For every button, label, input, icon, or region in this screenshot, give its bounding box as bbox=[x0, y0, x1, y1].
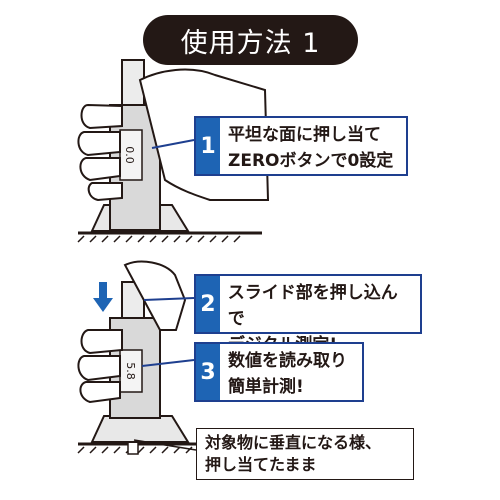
page-title: 使用方法 1 bbox=[143, 15, 358, 65]
note-line-2: 押し当てたまま bbox=[205, 455, 317, 474]
top-display-readout: 0.0 bbox=[123, 146, 136, 164]
step-2-text: スライド部を押し込んで デジタル測定! bbox=[220, 276, 420, 355]
step-1-line-1: 平坦な面に押し当て bbox=[228, 125, 381, 145]
bottom-illustration: 5.8 bbox=[77, 260, 197, 455]
step-1-line-2: ZEROボタンで0設定 bbox=[228, 151, 394, 171]
step-2-line-1: スライド部を押し込んで bbox=[227, 283, 398, 329]
step-1-number: 1 bbox=[196, 118, 220, 174]
step-3-line-1: 数値を読み取り bbox=[228, 351, 347, 371]
step-3-text: 数値を読み取り 簡単計測! bbox=[220, 344, 355, 400]
step-3-callout: 3 数値を読み取り 簡単計測! bbox=[194, 342, 364, 402]
step-1-text: 平坦な面に押し当て ZEROボタンで0設定 bbox=[220, 118, 401, 174]
usage-note: 対象物に垂直になる様、 押し当てたまま bbox=[196, 428, 414, 480]
step-3-line-2: 簡単計測! bbox=[228, 377, 304, 397]
step-1-callout: 1 平坦な面に押し当て ZEROボタンで0設定 bbox=[194, 116, 408, 176]
bottom-display-readout: 5.8 bbox=[124, 362, 137, 380]
step-3-number: 3 bbox=[196, 344, 220, 400]
step-2-callout: 2 スライド部を押し込んで デジタル測定! bbox=[194, 274, 422, 355]
step-2-number: 2 bbox=[196, 276, 220, 332]
note-line-1: 対象物に垂直になる様、 bbox=[205, 433, 382, 452]
